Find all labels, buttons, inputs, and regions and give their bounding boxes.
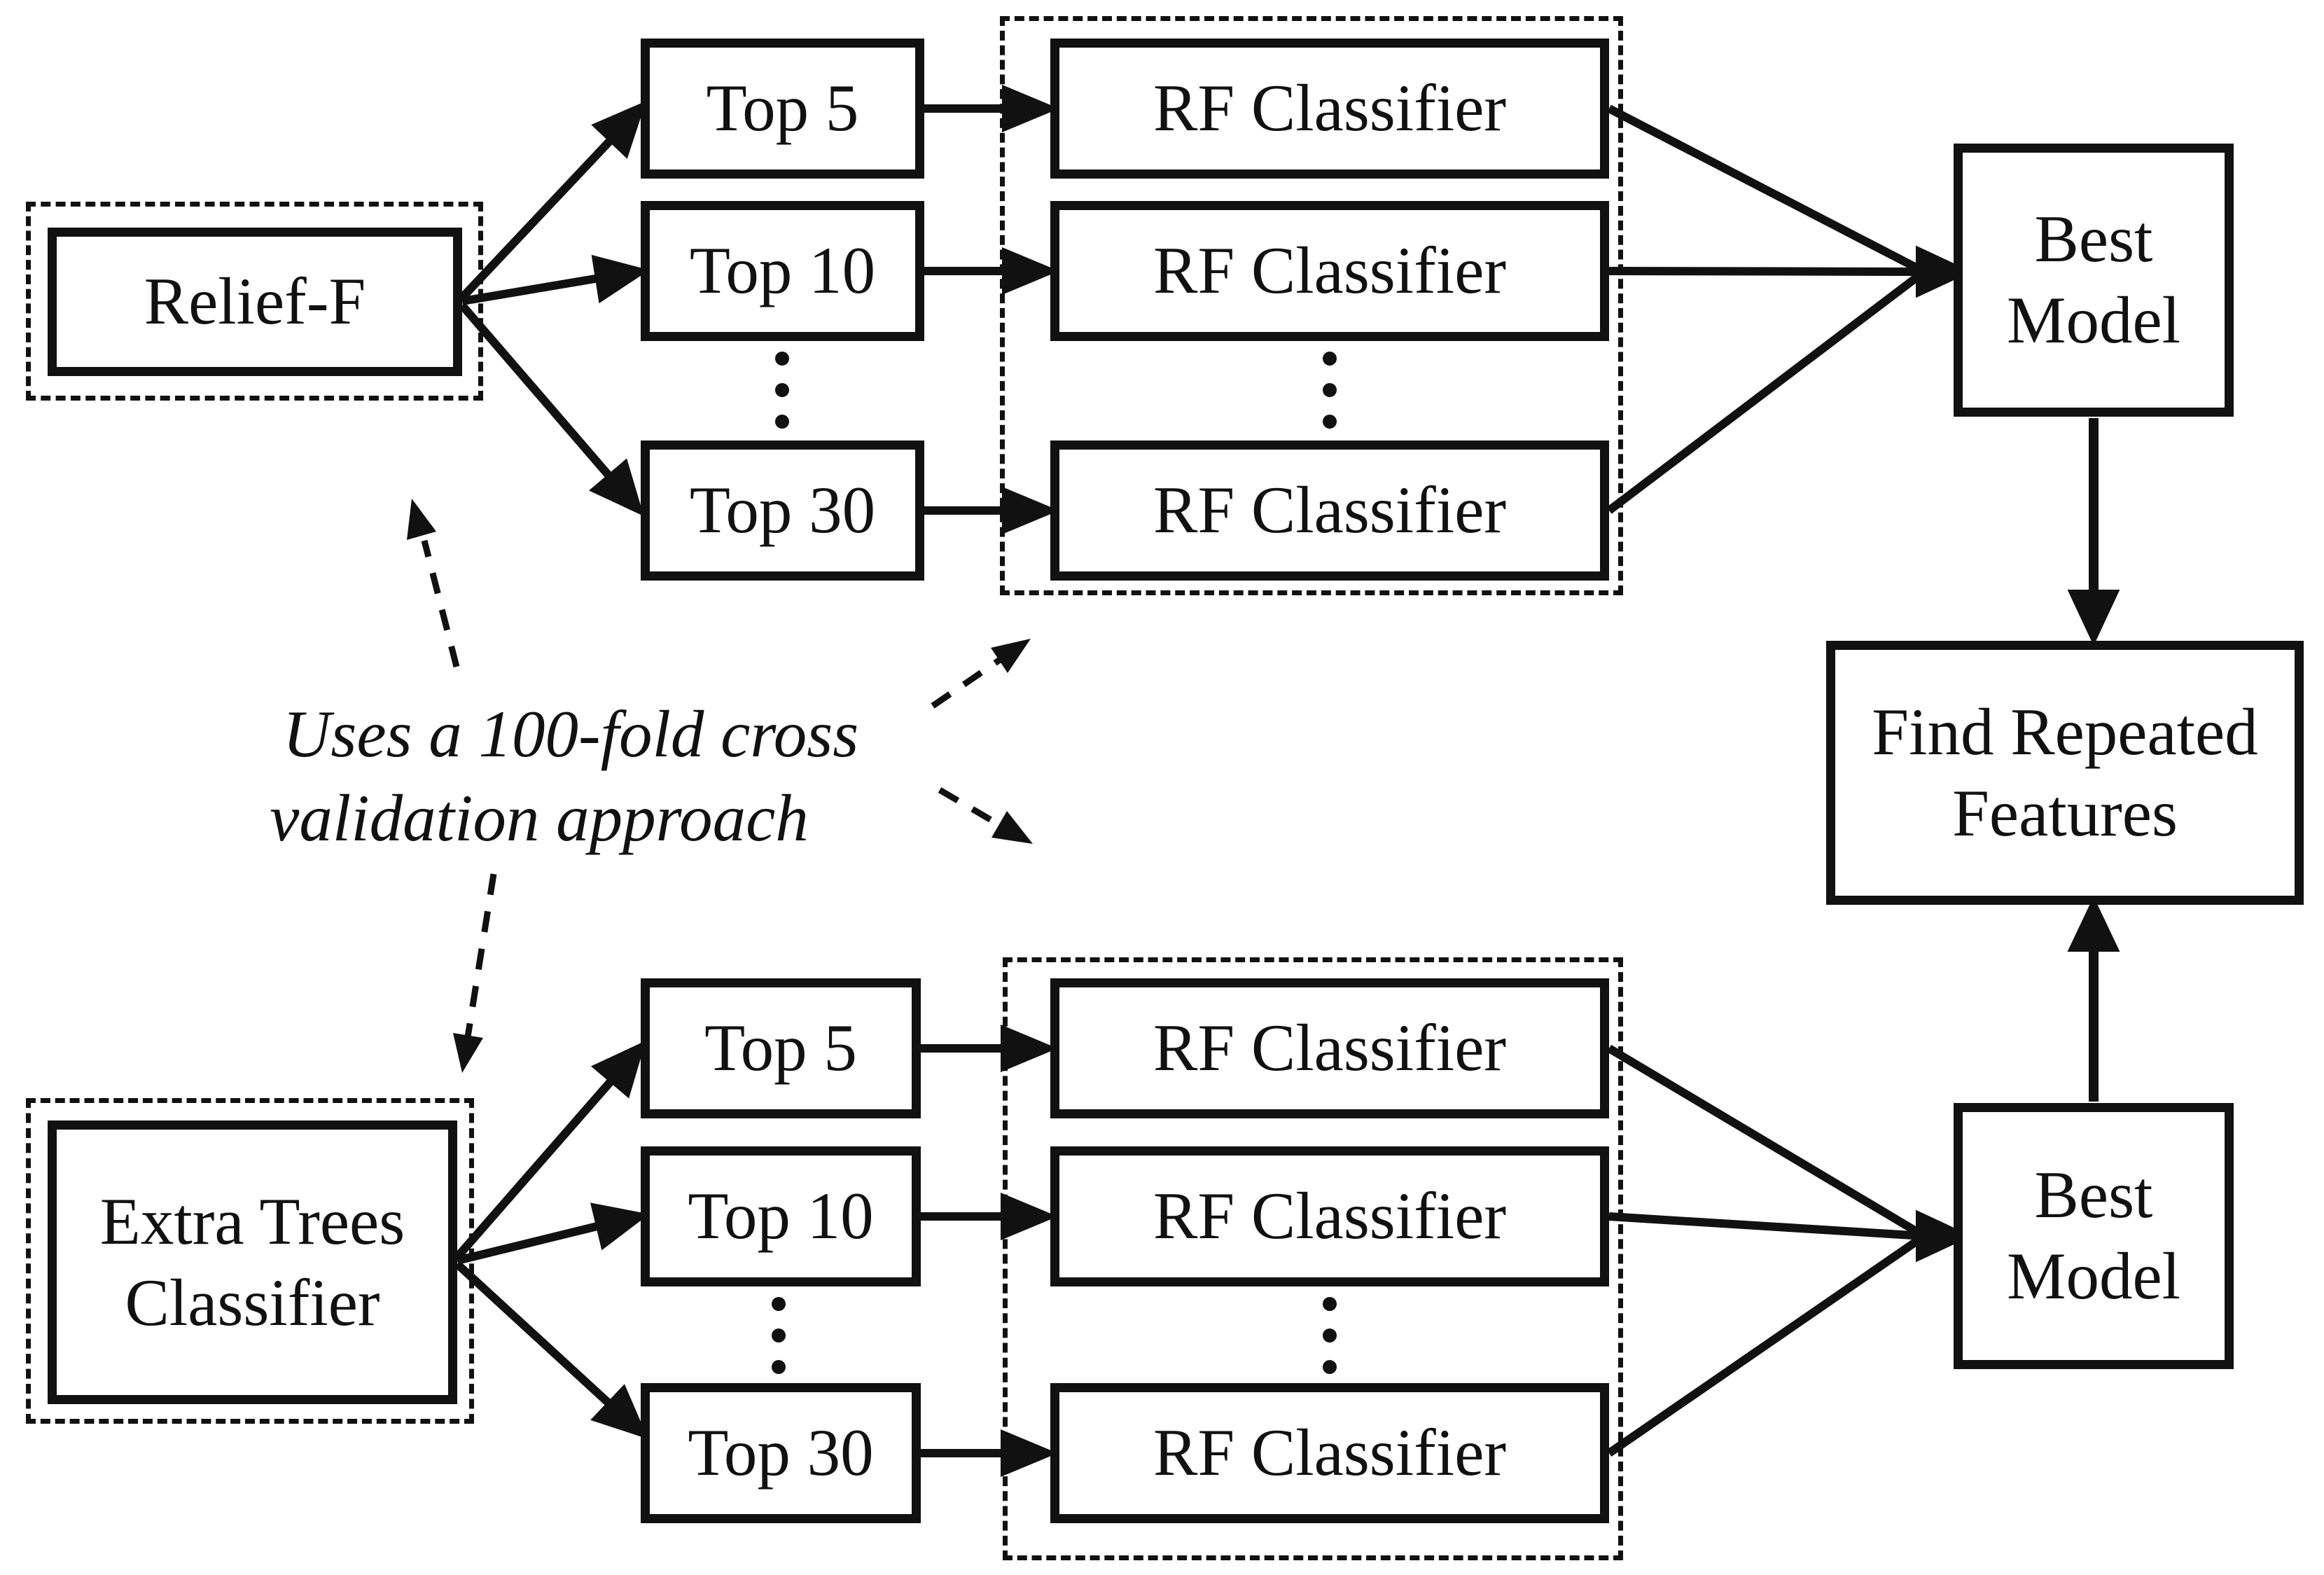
dashed-arrow-to-rfgrp-top-head xyxy=(991,639,1031,673)
arrow-extra-top30-head xyxy=(590,1384,648,1439)
rf-classifier3-box-bottom: RF Classifier xyxy=(1050,1383,1609,1523)
arrow-rf-best-head xyxy=(1916,245,1972,298)
arrow-relief-top30-head xyxy=(588,458,644,517)
extra-trees-line2: Classifier xyxy=(125,1265,380,1340)
best-model-box-top: Best Model xyxy=(1954,144,2234,417)
ellipsis-rf-bottom xyxy=(1323,1297,1337,1374)
arrow-rf2-best-line xyxy=(1608,267,1925,276)
top5-label-bottom: Top 5 xyxy=(704,1011,857,1085)
dashed-arrow-to-extra-head xyxy=(453,1033,483,1073)
find-repeated-features-box: Find Repeated Features xyxy=(1826,641,2304,905)
relief-f-dashed-group xyxy=(26,202,483,401)
dashed-arrow-to-extra-line xyxy=(464,873,497,1042)
extra-trees-dashed-group xyxy=(26,1098,474,1424)
top10-label-bottom: Top 10 xyxy=(688,1179,874,1254)
extra-trees-box: Extra Trees Classifier xyxy=(48,1120,457,1404)
rf-classifier-dashed-group-bottom xyxy=(1003,957,1623,1560)
arrow-rfb-best-head xyxy=(1916,1209,1972,1263)
rf-classifier2-box-top: RF Classifier xyxy=(1050,201,1609,341)
find-repeated-features-line1: Find Repeated xyxy=(1872,694,2258,769)
arrow-relief-top10-head xyxy=(591,254,650,304)
rf-classifier-dashed-group-top xyxy=(1000,16,1623,595)
rf-classifier1-box-bottom: RF Classifier xyxy=(1050,978,1609,1118)
top30-label-bottom: Top 30 xyxy=(688,1415,874,1490)
arrow-relief-top30-line xyxy=(459,303,614,480)
find-repeated-features-line2: Features xyxy=(1952,775,2178,850)
arrow-rf1-best-line xyxy=(1607,104,1926,276)
arrow-rf3b-best-line xyxy=(1606,1233,1927,1457)
top10-box-bottom: Top 10 xyxy=(641,1146,921,1286)
dashed-arrow-to-relief-line xyxy=(421,539,460,668)
best-model-bottom-line2: Model xyxy=(2006,1239,2181,1313)
arrow-rf1b-best-line xyxy=(1606,1044,1927,1240)
best-model-top-line2: Model xyxy=(2006,283,2181,357)
relief-f-box: Relief-F xyxy=(48,228,462,376)
ellipsis-rf-top xyxy=(1323,352,1337,429)
rf-classifier2-label-bottom: RF Classifier xyxy=(1153,1179,1507,1254)
rf-classifier1-box-top: RF Classifier xyxy=(1050,39,1609,179)
best-model-bottom-line1: Best xyxy=(2034,1158,2153,1233)
top10-label-top: Top 10 xyxy=(689,233,876,308)
rf-classifier1-label-top: RF Classifier xyxy=(1153,71,1507,146)
rf-classifier2-box-bottom: RF Classifier xyxy=(1050,1146,1609,1286)
arrow-relief-top5-head xyxy=(591,101,646,159)
top10-box-top: Top 10 xyxy=(641,201,924,341)
arrow-extra-top5-line xyxy=(454,1076,616,1260)
dashed-arrow-to-rfgrp-bottom-head xyxy=(991,811,1033,844)
top30-box-top: Top 30 xyxy=(641,440,924,581)
arrow-extra-top10-head xyxy=(590,1202,650,1251)
arrow-rf2b-best-line xyxy=(1608,1212,1925,1240)
arrow-extra-top5-head xyxy=(590,1040,646,1099)
ellipsis-topn-bottom xyxy=(772,1297,786,1374)
top5-box-top: Top 5 xyxy=(641,39,924,179)
arrow-relief-top5-line xyxy=(459,135,615,301)
top30-label-top: Top 30 xyxy=(689,473,876,548)
extra-trees-line1: Extra Trees xyxy=(99,1184,405,1258)
arrow-relief-top10-line xyxy=(461,274,600,305)
best-model-box-bottom: Best Model xyxy=(1954,1103,2234,1369)
arrow-top5-rf1-head xyxy=(1002,85,1059,132)
rf-classifier3-label-bottom: RF Classifier xyxy=(1153,1415,1507,1490)
arrow-top10-rf2-head xyxy=(1002,247,1059,295)
arrow-bestb-frf-head xyxy=(2067,896,2120,952)
rf-classifier3-box-top: RF Classifier xyxy=(1050,440,1609,581)
arrow-top30-rf3-head xyxy=(1002,487,1059,534)
arrow-extra-top30-line xyxy=(454,1261,614,1408)
cross-validation-note-line1: Uses a 100-fold cross xyxy=(282,697,859,771)
top5-box-bottom: Top 5 xyxy=(641,978,921,1118)
ellipsis-topn-top xyxy=(775,352,789,429)
cross-validation-note-line2: validation approach xyxy=(270,781,809,855)
dashed-arrow-to-relief-head xyxy=(407,499,436,540)
rf-classifier3-label-top: RF Classifier xyxy=(1153,473,1507,548)
best-model-top-line1: Best xyxy=(2034,202,2153,277)
dashed-arrow-to-rfgrp-top-line xyxy=(931,655,1004,709)
top5-label-top: Top 5 xyxy=(706,71,859,146)
rf-classifier1-label-bottom: RF Classifier xyxy=(1153,1011,1507,1085)
dashed-arrow-to-rfgrp-bottom-line xyxy=(938,787,1004,829)
rf-classifier2-label-top: RF Classifier xyxy=(1153,233,1507,308)
arrow-best-frf-head xyxy=(2067,590,2120,646)
top30-box-bottom: Top 30 xyxy=(641,1383,921,1523)
arrow-rf3-best-line xyxy=(1606,268,1927,514)
relief-f-label: Relief-F xyxy=(144,264,366,339)
arrow-extra-top10-line xyxy=(456,1221,601,1265)
